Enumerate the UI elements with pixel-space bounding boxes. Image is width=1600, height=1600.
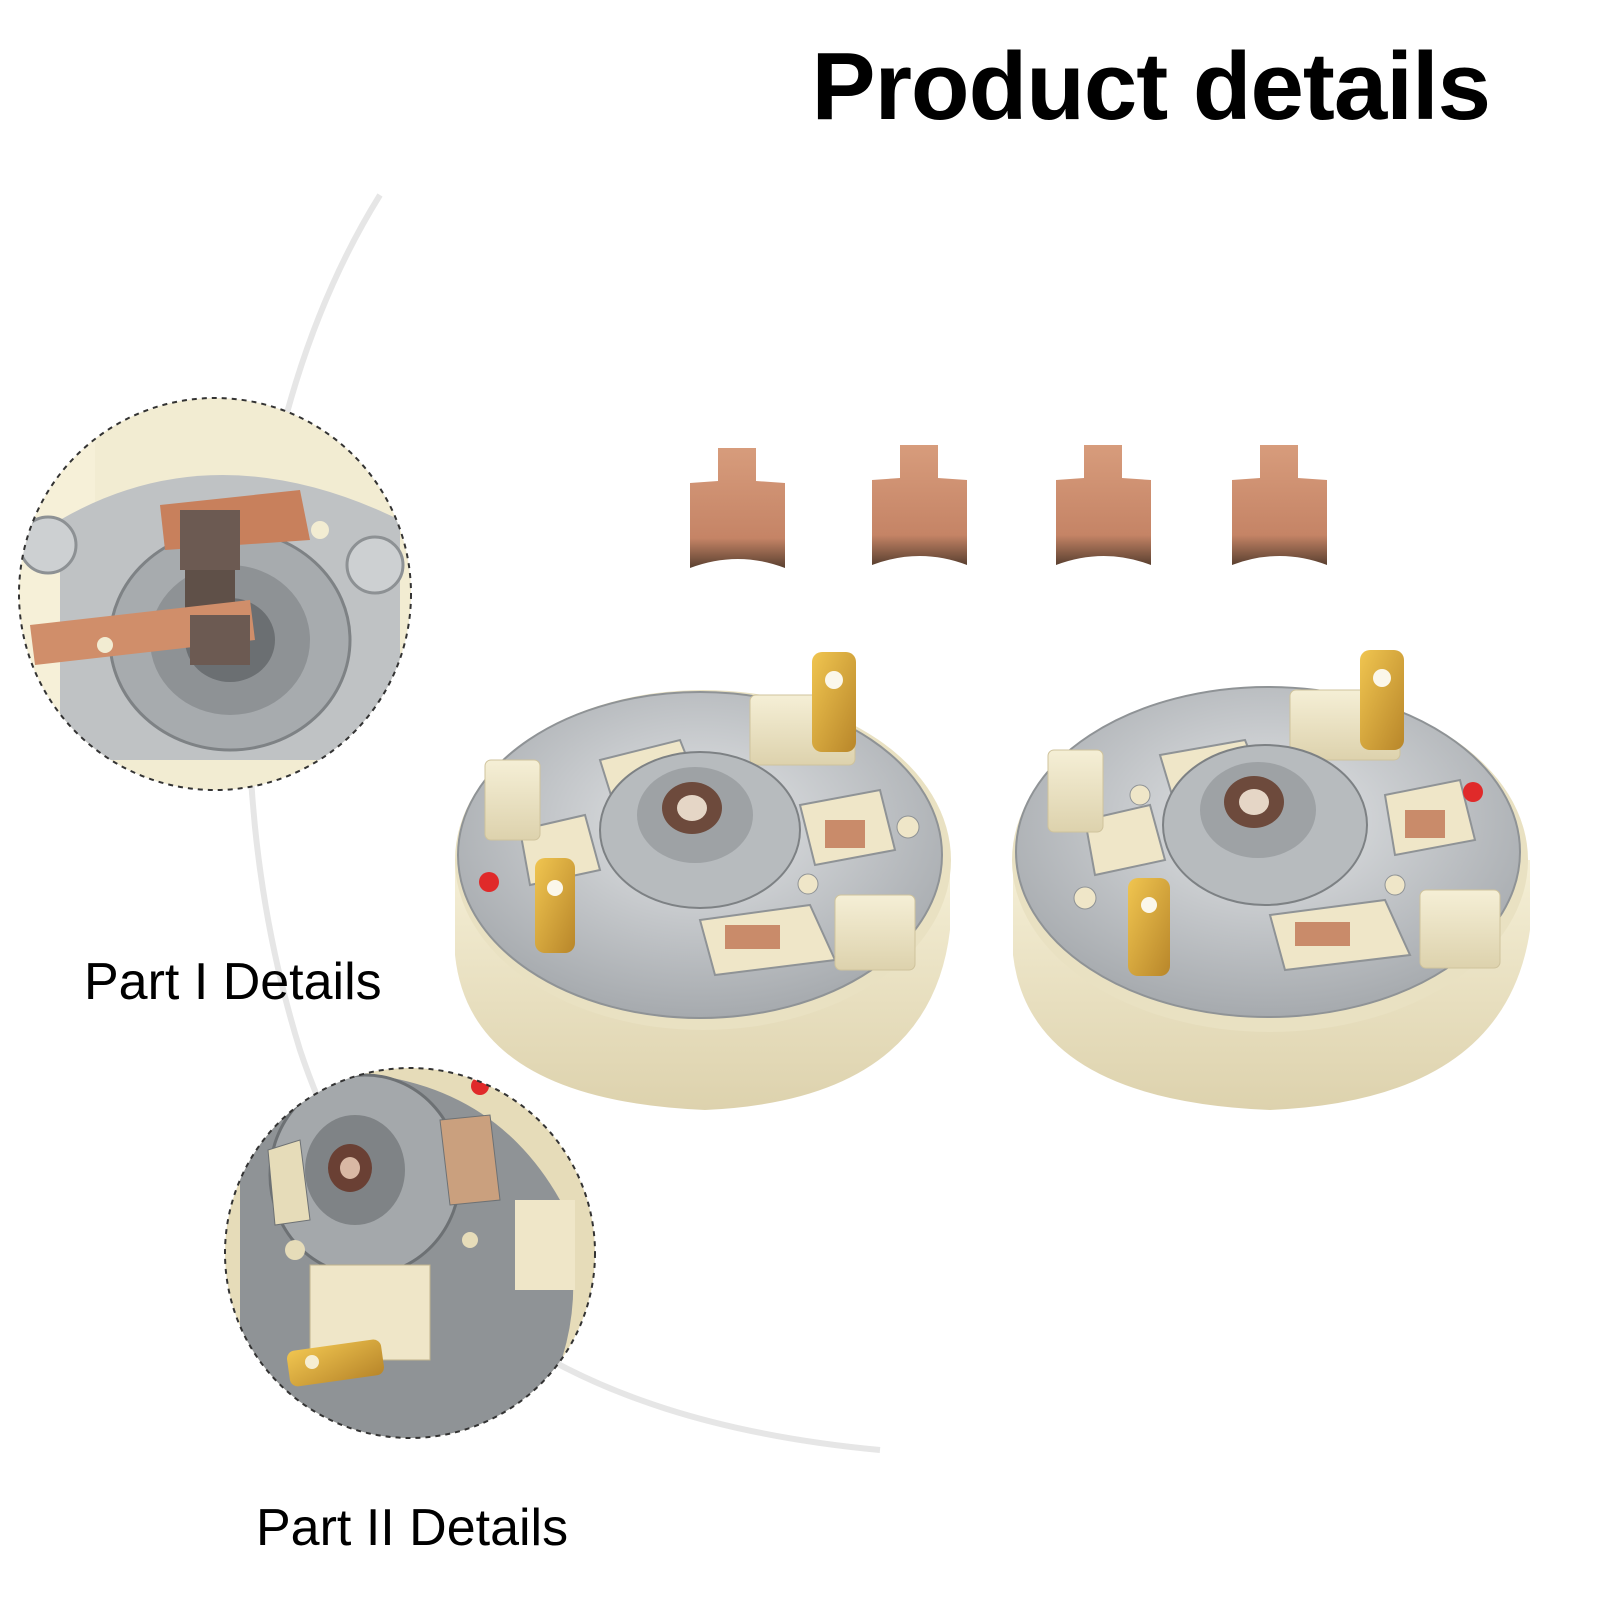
part-2-detail-circle bbox=[224, 1067, 596, 1439]
carbon-brush bbox=[690, 448, 785, 568]
brush-holder-2 bbox=[1012, 650, 1530, 1110]
carbon-brush bbox=[1056, 445, 1151, 565]
part-1-detail-circle bbox=[18, 397, 412, 791]
page-title: Product details bbox=[811, 33, 1491, 140]
carbon-brush bbox=[872, 445, 967, 565]
part-2-label: Part II Details bbox=[256, 1499, 569, 1557]
carbon-brush-set bbox=[690, 445, 1327, 568]
part-1-label: Part I Details bbox=[84, 953, 382, 1011]
brush-holder-1 bbox=[455, 652, 951, 1110]
carbon-brush bbox=[1232, 445, 1327, 565]
